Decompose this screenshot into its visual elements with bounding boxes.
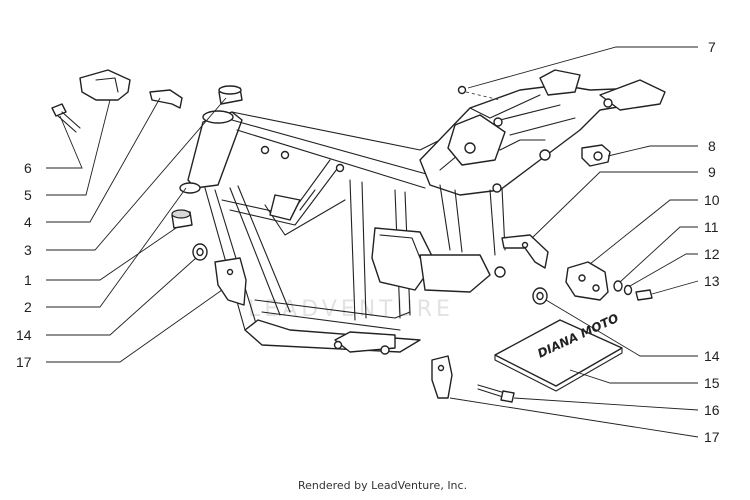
callout-15: 15 bbox=[704, 375, 720, 391]
callout-1: 1 bbox=[24, 272, 32, 288]
callout-14-right: 14 bbox=[704, 348, 720, 364]
part-2-bushing bbox=[179, 182, 201, 194]
part-17-plate-right bbox=[431, 355, 453, 399]
callout-12: 12 bbox=[704, 246, 720, 262]
part-13-bolt bbox=[635, 289, 653, 301]
main-frame bbox=[187, 69, 666, 355]
callout-9: 9 bbox=[708, 164, 716, 180]
callout-11: 11 bbox=[704, 219, 719, 235]
part-5-cable-guide bbox=[79, 69, 131, 101]
callout-2: 2 bbox=[24, 299, 32, 315]
callout-numbers: 6 5 4 3 1 2 14 17 7 8 9 10 11 12 13 14 1… bbox=[16, 39, 720, 445]
part-16-long-bolt bbox=[477, 384, 515, 403]
callout-4: 4 bbox=[24, 214, 32, 230]
watermark-text: LEADVENTURE bbox=[248, 297, 454, 322]
part-11-washer bbox=[613, 280, 623, 292]
callout-7: 7 bbox=[708, 39, 716, 55]
part-9-bracket bbox=[501, 234, 549, 269]
callout-14-left: 14 bbox=[16, 327, 32, 343]
callout-17-left: 17 bbox=[16, 354, 32, 370]
callout-16: 16 bbox=[704, 402, 720, 418]
part-4-bracket bbox=[149, 89, 183, 109]
part-17-plate-left bbox=[214, 257, 247, 306]
part-1-rubber-bushing bbox=[171, 209, 193, 229]
part-8-fitting bbox=[581, 144, 611, 167]
footer-credit: Rendered by LeadVenture, Inc. bbox=[298, 479, 467, 492]
callout-13: 13 bbox=[704, 273, 720, 289]
part-7-screw bbox=[457, 85, 501, 101]
callout-8: 8 bbox=[708, 138, 716, 154]
part-14-bushing-left bbox=[192, 243, 208, 261]
part-14-bushing-right bbox=[532, 287, 548, 305]
callout-10: 10 bbox=[704, 192, 720, 208]
callout-6: 6 bbox=[24, 160, 32, 176]
part-15-owners-manual: DIANA MOTO bbox=[494, 311, 623, 392]
part-6-bolt bbox=[51, 103, 81, 133]
leader-lines bbox=[46, 46, 699, 438]
callout-5: 5 bbox=[24, 187, 32, 203]
part-12-washer bbox=[623, 284, 633, 296]
callout-3: 3 bbox=[24, 242, 32, 258]
callout-17-right: 17 bbox=[704, 429, 720, 445]
part-10-plate bbox=[565, 261, 609, 301]
part-3-upper-ring bbox=[218, 85, 243, 105]
